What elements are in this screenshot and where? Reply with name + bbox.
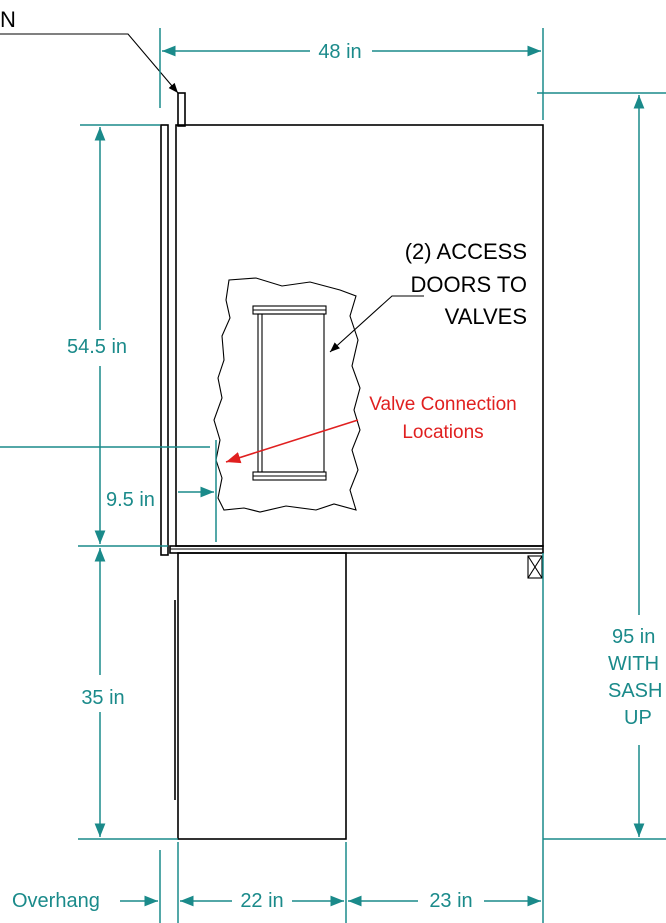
height-total-label-4: UP [624, 707, 652, 729]
height-lower-label: 35 in [81, 687, 124, 709]
access-door [252, 305, 327, 481]
valve-callout-line2: Locations [402, 422, 483, 443]
dimension-9-5: 9.5 in [0, 440, 217, 542]
height-total-label-3: SASH [608, 680, 662, 702]
width-top-label: 48 in [318, 41, 361, 63]
height-upper-label: 54.5 in [67, 336, 127, 358]
dimension-48: 48 in [159, 28, 544, 120]
sash-frame [160, 124, 169, 556]
base-cabinet [177, 552, 347, 840]
valve-offset-label: 9.5 in [106, 489, 155, 511]
cutaway-outline [213, 277, 361, 513]
access-callout-line2: DOORS TO [410, 272, 527, 297]
access-doors-callout: (2) ACCESS DOORS TO VALVES [329, 239, 527, 353]
dimension-54-5: 54.5 in [67, 124, 160, 544]
access-callout-line1: (2) ACCESS [405, 239, 527, 264]
access-callout-line3: VALVES [445, 304, 527, 329]
overhang-label: Overhang [12, 890, 100, 912]
valve-callout-line1: Valve Connection [369, 394, 517, 415]
width-right-label: 23 in [429, 890, 472, 912]
valve-connection-callout: Valve Connection Locations [225, 394, 517, 464]
upper-hood [175, 124, 544, 547]
height-total-label-1: 95 in [612, 626, 655, 648]
dimension-35: 35 in [78, 545, 178, 840]
top-vent-stub [177, 92, 186, 127]
dimension-bottom: Overhang 22 in 23 in [12, 553, 544, 923]
service-fixture [527, 555, 543, 579]
dimension-95: 95 in WITH SASH UP [537, 92, 666, 840]
hood-body [160, 92, 544, 840]
corner-letter: N [0, 7, 16, 32]
corner-leader: N [0, 7, 179, 94]
height-total-label-2: WITH [608, 653, 659, 675]
width-left-label: 22 in [240, 890, 283, 912]
